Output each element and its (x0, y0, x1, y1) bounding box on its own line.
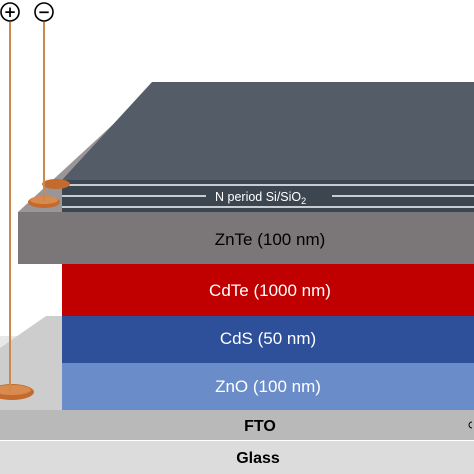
znte-layer (18, 212, 474, 264)
positive-terminal-symbol: + (4, 3, 17, 21)
zno-layer (62, 363, 474, 410)
negative-terminal-icon (34, 2, 54, 22)
top-contact-back (42, 179, 70, 189)
cds-label: CdS (50 nm) (220, 329, 316, 348)
znte-label: ZnTe (100 nm) (215, 230, 326, 249)
stack-label-box (206, 186, 332, 206)
bottom-contact-highlight (0, 385, 31, 395)
negative-terminal-symbol: − (38, 3, 51, 21)
cdte-layer (62, 264, 474, 316)
positive-terminal-icon (0, 2, 20, 22)
fto-layer (0, 410, 474, 440)
zno-label: ZnO (100 nm) (215, 377, 321, 396)
fto-label: FTO (244, 418, 276, 435)
cdte-label: CdTe (1000 nm) (209, 281, 331, 300)
edge-mark (468, 421, 473, 429)
glass-layer (0, 440, 474, 474)
cds-layer (62, 316, 474, 363)
stack-label: N period Si/SiO2 (215, 190, 306, 206)
glass-label: Glass (236, 450, 280, 467)
stack-top-face (62, 82, 474, 180)
